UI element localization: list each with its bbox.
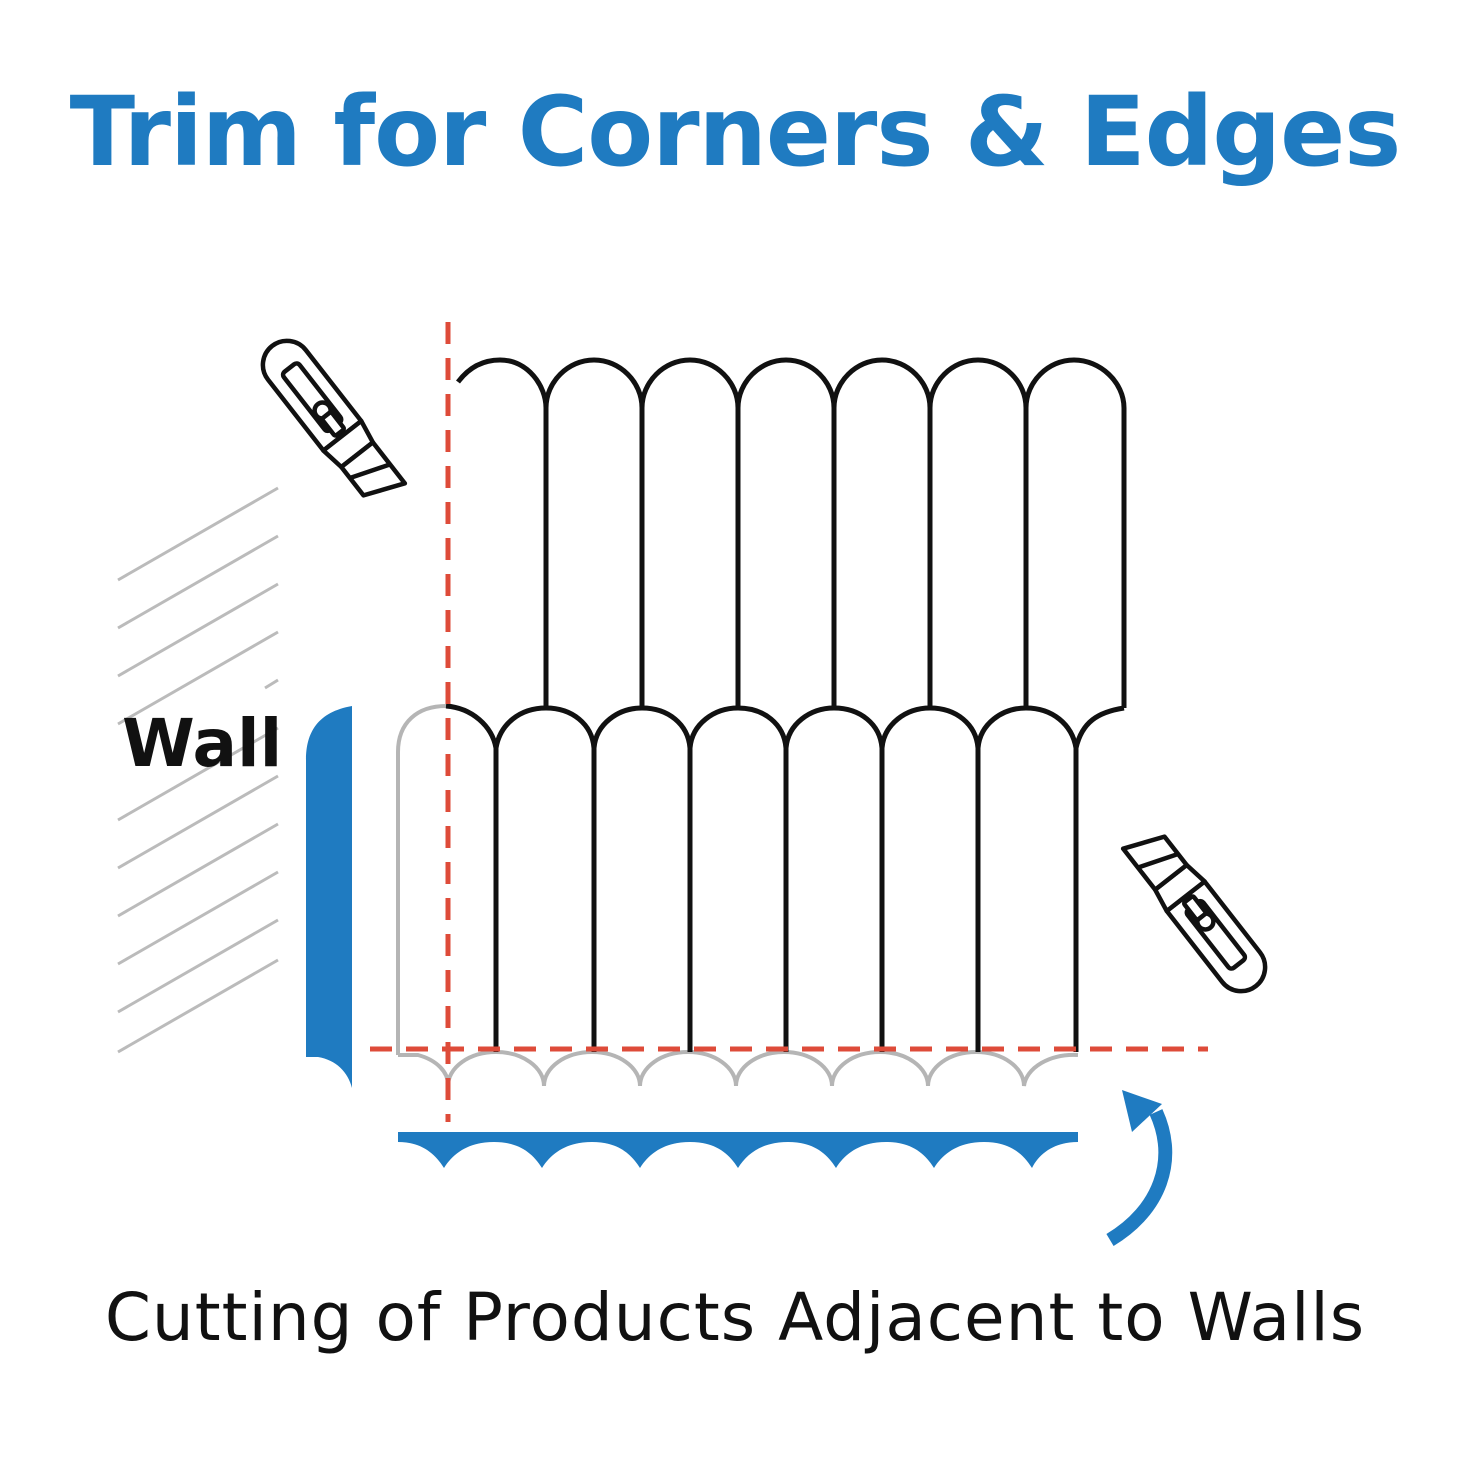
curved-arrow-icon [1106,1090,1173,1247]
utility-knife-icon-bottom [1120,834,1268,994]
bottom-edge-trim [398,1132,1078,1168]
vertical-edge-trim [306,706,352,1088]
cut-lines [370,322,1208,1122]
tile-row-top [456,357,1127,749]
wall-label: Wall [122,705,282,782]
caption: Cutting of Products Adjacent to Walls [104,1279,1366,1356]
wall-hatch [117,486,279,1054]
tile-row-bottom [445,703,1079,1052]
utility-knife-icon-top [260,338,408,498]
page-title: Trim for Corners & Edges [69,76,1402,188]
trimmed-waste [396,704,1079,1087]
